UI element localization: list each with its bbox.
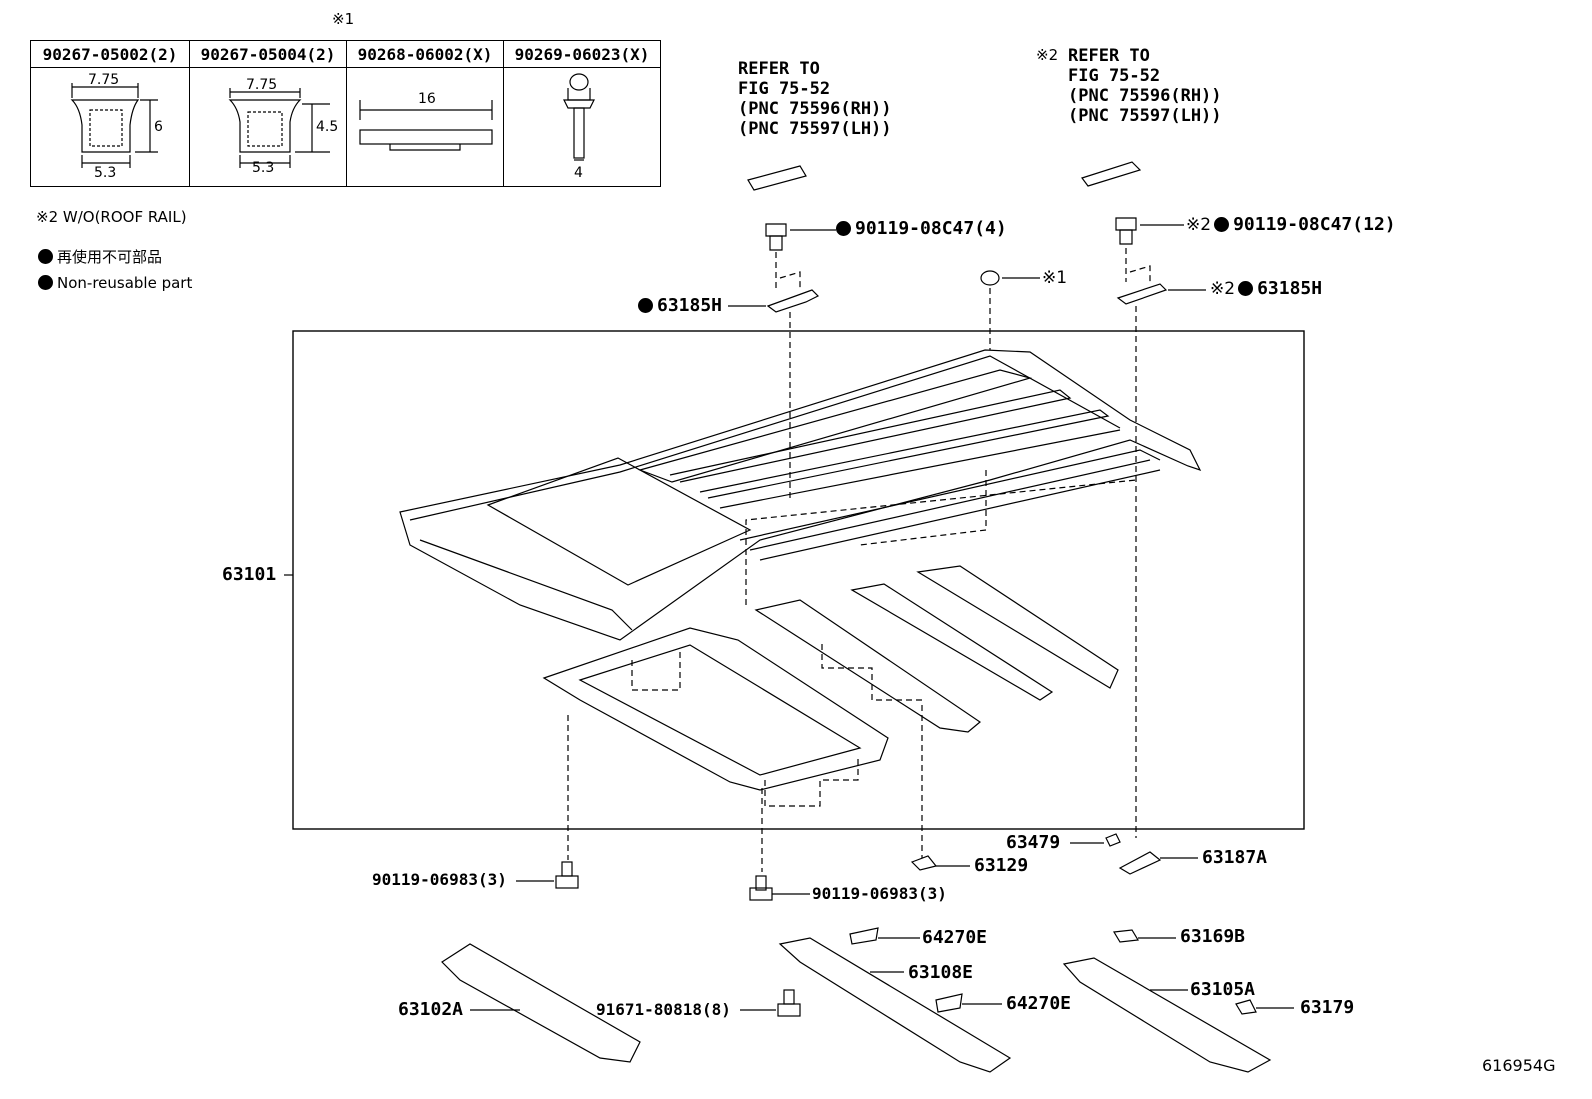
bracket-63185h-left [766,289,820,313]
roof-bow-1 [754,599,981,733]
table-header-1: 90267-05002(2) [30,40,190,68]
spacer-drawing-1 [70,83,158,168]
roof-bow-2 [850,583,1054,701]
dim-c1-top: 7.75 [88,72,120,88]
dot-icon [836,221,851,236]
hole-clip [980,270,1000,286]
table-cell-3 [346,67,504,187]
bracket-63185h-right [1116,283,1168,305]
figure-id: 616954G [1482,1056,1556,1075]
table-group-mark: ※1 [332,10,355,28]
label-64270e-top: 64270E [922,927,988,948]
dim-c1-height: 6 [154,119,163,135]
assembly-box [292,330,1305,830]
bolt-top-left [765,223,836,251]
legend-note: ※2 W/O(ROOF RAIL) [36,208,187,226]
label-63102a: 63102A [398,999,464,1020]
part-63179 [1235,999,1257,1015]
label-roof-panel: 63101 [222,564,277,585]
bolt-bottom-mid [749,875,810,901]
label-63129: 63129 [974,855,1029,876]
label-64270e-bottom: 64270E [1006,993,1072,1014]
spacer-drawing-2 [228,88,330,168]
part-63129 [910,855,938,871]
dot-icon [1238,281,1254,296]
dim-c4-dia: 4 [574,165,583,181]
rail-63102a [441,943,641,1063]
label-bolt-91671: 91671-80818(8) [596,1000,731,1019]
label-63479: 63479 [1006,832,1061,853]
legend-non-reusable-en: Non-reusable part [38,275,192,291]
label-bracket-left: 63185H [638,297,722,315]
rail-63105a [1062,957,1272,1073]
tape-drawing [359,100,493,151]
sunroof-frame [542,627,889,791]
trim-pad-right [1081,161,1142,187]
dim-c2-top: 7.75 [246,77,278,93]
bolt-top-right [1115,217,1184,245]
table-cell-4 [503,67,661,187]
roof-bow-3 [916,565,1119,689]
label-clip-mark: ※1 [1042,268,1068,288]
label-63179: 63179 [1300,997,1355,1018]
table-header-4: 90269-06023(X) [503,40,661,68]
fastener-table: 90267-05002(2) 90267-05004(2) 90268-0600… [30,40,661,187]
dot-icon [638,298,653,313]
rivet-drawing [563,73,595,161]
part-63169b [1113,929,1139,943]
part-63187a [1118,851,1162,875]
trim-pad-left [747,165,807,191]
label-63169b: 63169B [1180,926,1246,947]
table-header-2: 90267-05004(2) [189,40,347,68]
bolt-91671 [740,989,801,1017]
guide-lines [567,248,1151,872]
dot-icon [38,249,53,264]
dot-icon [1214,217,1230,232]
bracket-64270e-bottom [935,993,963,1013]
label-63187a: 63187A [1202,847,1268,868]
refer-right-mark: ※2 [1036,46,1059,64]
sunroof-opening [486,457,752,586]
dim-c2-height: 4.5 [316,119,339,135]
dim-c3-width: 16 [418,91,436,107]
label-63105a: 63105A [1190,979,1256,1000]
label-bolt-top-left: 90119-08C47(4) [836,220,1007,238]
roof-panel-63101 [399,349,1202,641]
dot-icon [38,275,53,290]
dim-c2-bottom: 5.3 [252,160,275,176]
legend-non-reusable-jp: 再使用不可部品 [38,249,162,265]
label-63108e: 63108E [908,962,974,983]
label-bolt-bottom-mid: 90119-06983(3) [812,884,947,903]
dim-c1-bottom: 5.3 [94,165,117,181]
rail-63108e [778,937,1012,1073]
bolt-bottom-left [516,861,579,889]
label-bolt-bottom-left: 90119-06983(3) [372,870,507,889]
bracket-64270e-top [849,927,879,945]
part-63479 [1105,833,1121,847]
